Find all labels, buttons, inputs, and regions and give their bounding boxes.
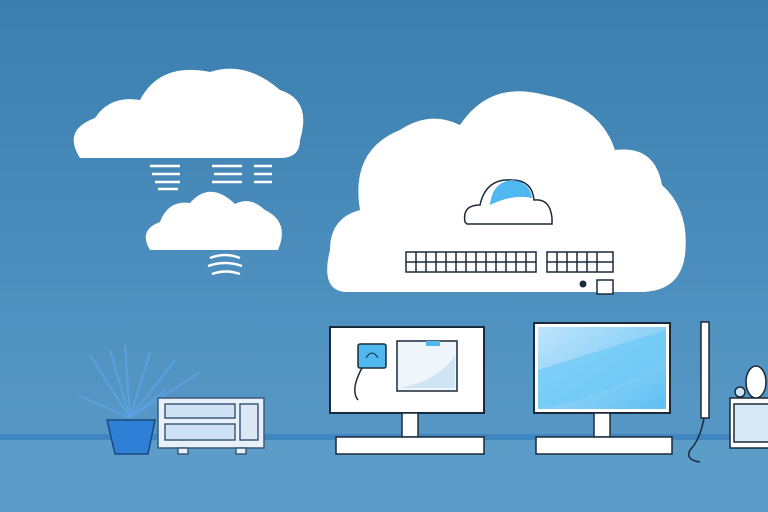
server-icon [729,365,768,449]
cable-pole [688,321,710,463]
wifi-signal-icon [150,164,272,191]
wifi-signal-icon [207,253,243,276]
plant-icon [77,344,201,455]
server-icon [405,251,614,295]
desktop-monitor-icon [533,322,673,455]
cloud-icon [145,191,282,250]
cloud-icon [73,68,304,158]
desktop-monitor-icon [329,326,485,455]
cloud-icon [327,91,686,295]
server-icon [157,397,265,455]
